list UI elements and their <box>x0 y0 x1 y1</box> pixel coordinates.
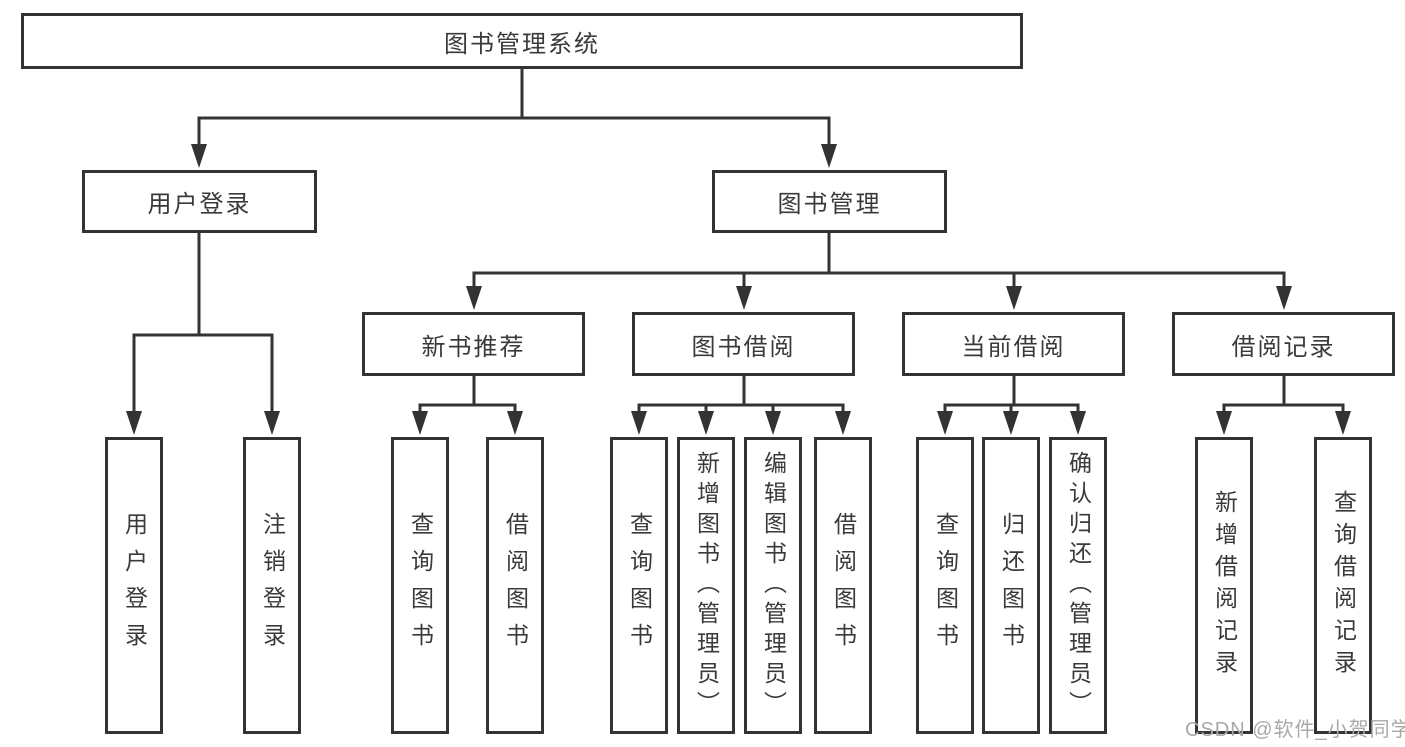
arrow-leaf <box>126 411 142 435</box>
leaf-label: 借阅图书 <box>830 511 857 660</box>
connector-root <box>197 69 831 146</box>
arrow-records <box>1276 286 1292 310</box>
leaf-borrow-books-2: 借阅图书 <box>814 437 872 734</box>
arrow-leaf <box>412 411 428 435</box>
leaf-query-books-2: 查询图书 <box>610 437 668 734</box>
arrow-leaf <box>264 411 280 435</box>
node-book-mgmt-label: 图书管理 <box>777 191 882 218</box>
leaf-add-book-admin: 新增图书（管理员） <box>677 437 735 734</box>
arrow-current <box>1006 286 1022 310</box>
node-new-books-label: 新书推荐 <box>421 333 526 361</box>
leaf-label: 借阅图书 <box>502 511 529 660</box>
leaf-confirm-return-admin: 确认归还（管理员） <box>1049 437 1107 734</box>
arrow-user-login <box>191 144 207 168</box>
node-records-label: 借阅记录 <box>1231 333 1336 361</box>
arrow-leaf <box>1003 411 1019 435</box>
leaf-label: 查询图书 <box>407 511 434 660</box>
arrow-leaf <box>1216 411 1232 435</box>
node-user-login-label: 用户登录 <box>147 191 252 218</box>
arrow-borrow <box>736 286 752 310</box>
leaf-logout: 注销登录 <box>243 437 301 734</box>
connector-user-login <box>132 233 274 413</box>
node-new-books: 新书推荐 <box>362 312 585 376</box>
leaf-borrow-books-1: 借阅图书 <box>486 437 544 734</box>
leaf-add-borrow-record: 新增借阅记录 <box>1195 437 1253 734</box>
arrow-new-books <box>466 286 482 310</box>
leaf-query-books-1: 查询图书 <box>391 437 449 734</box>
node-records: 借阅记录 <box>1172 312 1395 376</box>
node-book-mgmt: 图书管理 <box>712 170 947 233</box>
arrow-leaf <box>937 411 953 435</box>
leaf-label: 注销登录 <box>259 511 286 660</box>
node-current-label: 当前借阅 <box>961 333 1066 361</box>
arrow-leaf <box>835 411 851 435</box>
arrow-leaf <box>1070 411 1086 435</box>
connector-current <box>943 376 1080 413</box>
node-user-login: 用户登录 <box>82 170 317 233</box>
leaf-label: 归还图书 <box>998 511 1025 660</box>
leaf-label: 查询图书 <box>932 511 959 660</box>
node-root: 图书管理系统 <box>21 13 1023 69</box>
leaf-label: 查询借阅记录 <box>1330 489 1357 682</box>
leaf-label: 编辑图书（管理员） <box>760 450 787 721</box>
node-root-label: 图书管理系统 <box>444 30 600 58</box>
arrow-book-mgmt <box>821 144 837 168</box>
leaf-label: 新增图书（管理员） <box>693 450 720 721</box>
node-borrow-label: 图书借阅 <box>691 333 796 361</box>
watermark: CSDN @软件_小贺同学 <box>1185 719 1405 741</box>
leaf-label: 新增借阅记录 <box>1211 489 1238 682</box>
node-current: 当前借阅 <box>902 312 1125 376</box>
leaf-label: 确认归还（管理员） <box>1065 450 1092 721</box>
arrow-leaf <box>765 411 781 435</box>
arrow-leaf <box>1335 411 1351 435</box>
leaf-label: 用户登录 <box>121 511 148 660</box>
leaf-label: 查询图书 <box>626 511 653 660</box>
arrow-leaf <box>631 411 647 435</box>
connector-book-mgmt <box>472 233 1286 288</box>
node-borrow: 图书借阅 <box>632 312 855 376</box>
connector-borrow <box>637 376 845 413</box>
connector-records <box>1222 376 1345 413</box>
leaf-query-books-3: 查询图书 <box>916 437 974 734</box>
leaf-return-book: 归还图书 <box>982 437 1040 734</box>
arrow-leaf <box>507 411 523 435</box>
leaf-query-borrow-record: 查询借阅记录 <box>1314 437 1372 734</box>
leaf-edit-book-admin: 编辑图书（管理员） <box>744 437 802 734</box>
arrow-leaf <box>698 411 714 435</box>
leaf-user-login: 用户登录 <box>105 437 163 734</box>
connector-new-books <box>418 376 517 413</box>
